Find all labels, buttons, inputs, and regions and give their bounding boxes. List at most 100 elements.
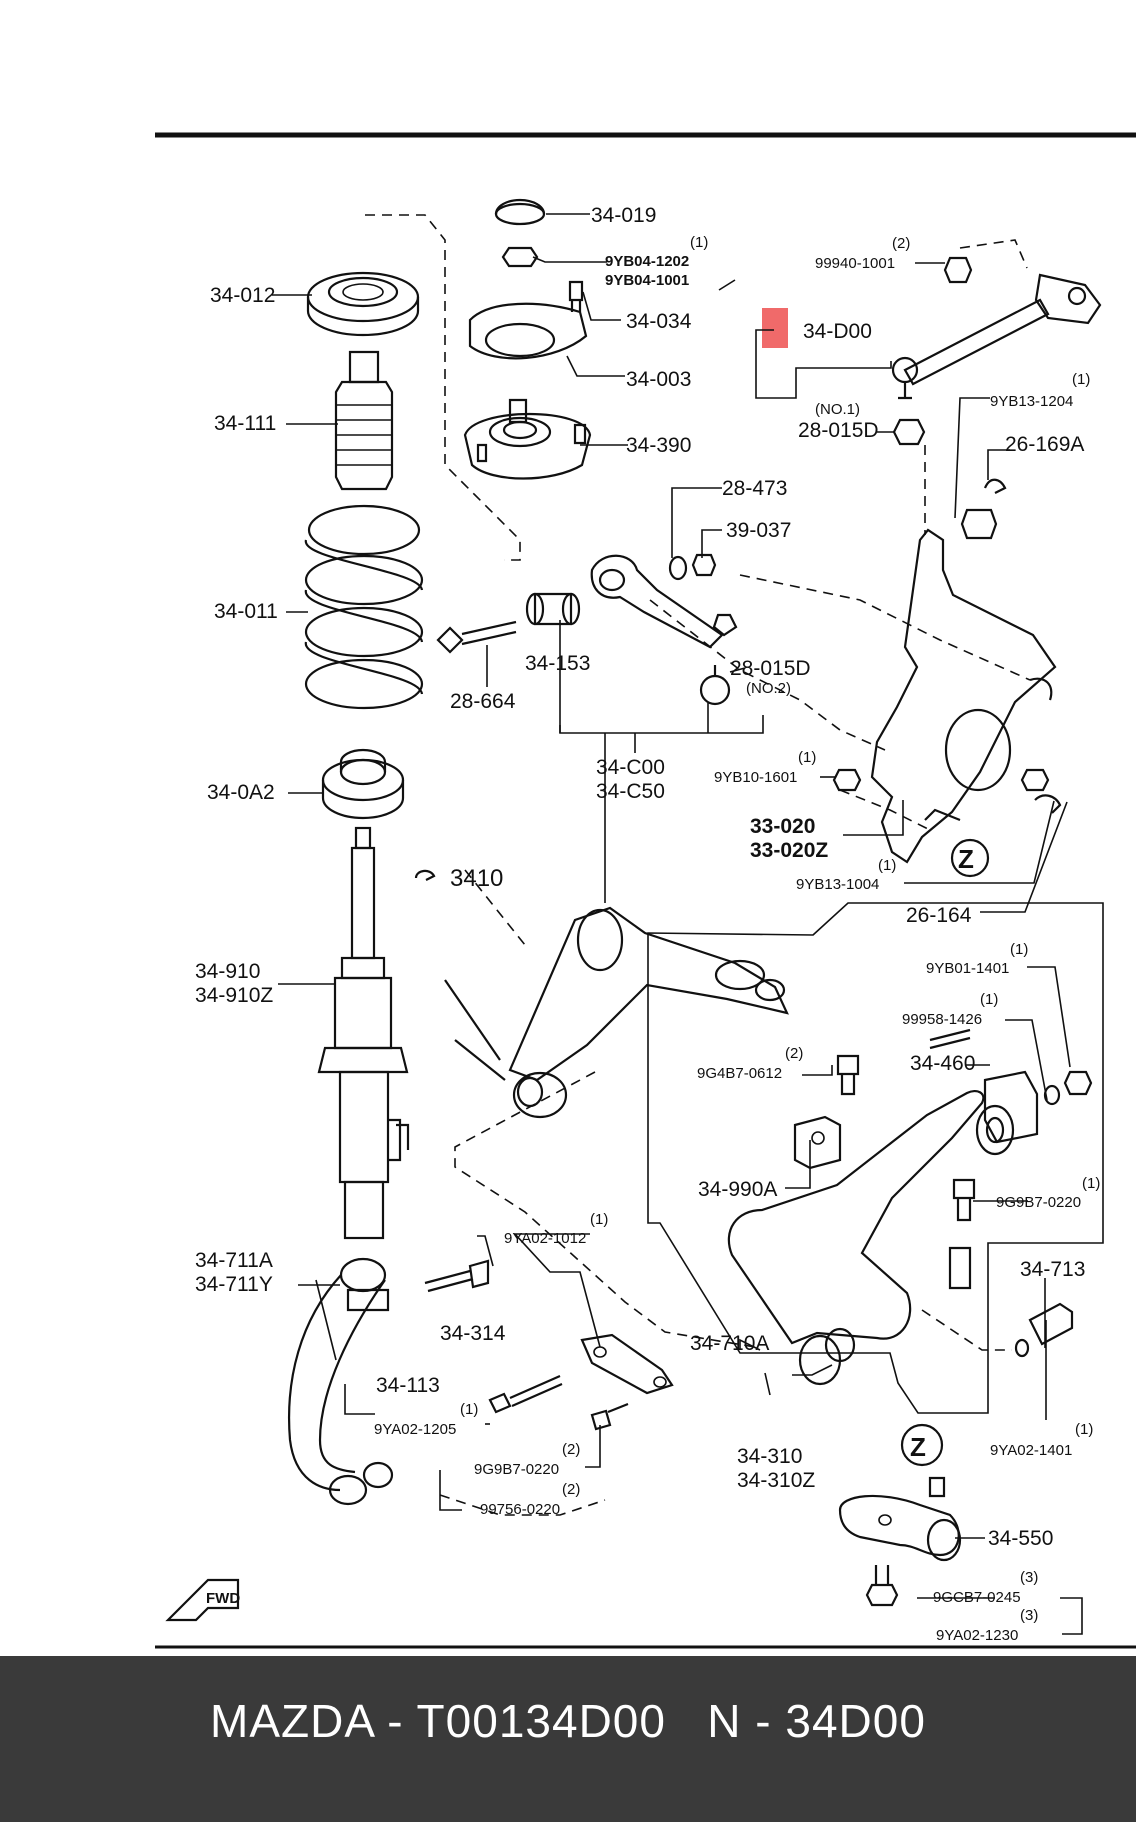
rotate-symbol bbox=[414, 869, 436, 881]
label-3410: 3410 bbox=[450, 865, 503, 892]
qty-99940: (2) bbox=[892, 235, 910, 252]
qty-9YA02-1230: (3) bbox=[1020, 1607, 1038, 1624]
label-34-0A2: 34-0A2 bbox=[207, 781, 275, 804]
qty-99756: (2) bbox=[562, 1481, 580, 1498]
knuckle-leader-dash-5 bbox=[839, 789, 931, 831]
svg-text:Z: Z bbox=[910, 1432, 926, 1462]
label-9YA02-1230: 9YA02-1230 bbox=[936, 1627, 1018, 1644]
z-mark-upper: Z bbox=[950, 838, 990, 878]
nut-9YB04-1202 bbox=[501, 246, 539, 268]
upper-arm-34-711A bbox=[287, 1257, 394, 1506]
label-34-314: 34-314 bbox=[440, 1322, 506, 1345]
label-9YA02-1205: 9YA02-1205 bbox=[374, 1421, 456, 1438]
label-34-034: 34-034 bbox=[626, 310, 692, 333]
label-34-550: 34-550 bbox=[988, 1527, 1053, 1550]
label-99940-1001: 99940-1001 bbox=[815, 255, 895, 272]
label-no2: (NO.2) bbox=[746, 680, 791, 697]
bolt-28-664 bbox=[436, 620, 517, 654]
label-34-711Y: 34-711Y bbox=[195, 1273, 273, 1296]
lower-arm-34-710A bbox=[727, 1028, 985, 1386]
label-34-003: 34-003 bbox=[626, 368, 691, 391]
washer-28-473 bbox=[668, 555, 688, 581]
bushing-34-460 bbox=[975, 1070, 1039, 1156]
label-9G9B7-0220-left: 9G9B7-0220 bbox=[474, 1461, 559, 1478]
label-34-390: 34-390 bbox=[626, 434, 691, 457]
label-33-020: 33-020 bbox=[750, 815, 815, 838]
label-34-910Z: 34-910Z bbox=[195, 984, 273, 1007]
label-39-037: 39-037 bbox=[726, 519, 791, 542]
washer-99958-1426 bbox=[1043, 1084, 1061, 1106]
label-9YB10-1601: 9YB10-1601 bbox=[714, 769, 797, 786]
label-9YB13-1204: 9YB13-1204 bbox=[990, 393, 1073, 410]
label-34-990A: 34-990A bbox=[698, 1178, 777, 1201]
nut-9YB13-1004 bbox=[1020, 768, 1050, 792]
fwd-arrow: FWD bbox=[165, 1578, 240, 1622]
parts-diagram: Z bbox=[155, 132, 1136, 1649]
bolt-9YA02-1401 bbox=[1014, 1302, 1074, 1358]
nut-39-037 bbox=[691, 553, 717, 577]
label-99958-1426: 99958-1426 bbox=[902, 1011, 982, 1028]
label-33-020Z: 33-020Z bbox=[750, 839, 828, 862]
label-34-D00: 34-D00 bbox=[803, 320, 872, 343]
leader-lines bbox=[272, 213, 1083, 1635]
nut-9YB01-1401 bbox=[1063, 1070, 1093, 1096]
qty-9YB01-1401: (1) bbox=[1010, 941, 1028, 958]
bolt-9GCB7-0245 bbox=[865, 1565, 899, 1607]
qty-9G9B7-0220-right: (1) bbox=[1082, 1175, 1100, 1192]
label-26-169A: 26-169A bbox=[1005, 433, 1084, 456]
highlight-marker bbox=[762, 308, 788, 348]
plate-34-314 bbox=[580, 1333, 674, 1395]
bump-stop-34-111 bbox=[334, 350, 394, 491]
z-mark-lower: Z bbox=[900, 1423, 944, 1467]
qty-9YA02-1205: (1) bbox=[460, 1401, 478, 1418]
qty-9YB04-1202: (1) bbox=[690, 234, 708, 251]
lower-leader-dash-2 bbox=[439, 1494, 606, 1516]
spring-seat-34-012 bbox=[306, 271, 420, 337]
bolt-9G9B7-0220-left bbox=[590, 1402, 629, 1431]
lower-leader-dash-3 bbox=[921, 1309, 1012, 1351]
label-34-153: 34-153 bbox=[525, 652, 590, 675]
label-99756-0220: 99756-0220 bbox=[480, 1501, 560, 1518]
spring-seat-34-0A2 bbox=[321, 748, 405, 820]
bolt-9YA02-1012 bbox=[424, 1259, 490, 1293]
label-9YB04-1001: 9YB04-1001 bbox=[605, 272, 689, 289]
svg-text:Z: Z bbox=[958, 844, 974, 874]
label-34-012: 34-012 bbox=[210, 284, 275, 307]
lower-leader-dash bbox=[454, 1071, 756, 1348]
nut-99940-1001 bbox=[943, 256, 973, 284]
knuckle-33-020 bbox=[870, 528, 1057, 864]
ball-joint-34-550 bbox=[838, 1476, 962, 1562]
bracket-34-713 bbox=[948, 1246, 972, 1290]
nut-9YB10-1601 bbox=[832, 768, 862, 792]
label-34-910: 34-910 bbox=[195, 960, 260, 983]
qty-9YB10-1601: (1) bbox=[798, 749, 816, 766]
label-34-310: 34-310 bbox=[737, 1445, 802, 1468]
bolt-9G9B7-0220-right bbox=[952, 1178, 976, 1222]
cotter-26-164 bbox=[1034, 794, 1062, 814]
label-28-015D-no1: 28-015D bbox=[798, 419, 879, 442]
nut-28-015D-no2 bbox=[712, 613, 738, 637]
label-9G9B7-0220-right: 9G9B7-0220 bbox=[996, 1194, 1081, 1211]
label-28-664: 28-664 bbox=[450, 690, 516, 713]
label-28-473: 28-473 bbox=[722, 477, 787, 500]
label-34-710A: 34-710A bbox=[690, 1332, 769, 1355]
label-34-460: 34-460 bbox=[910, 1052, 975, 1075]
footer-bar: MAZDA - T00134D00 N - 34D00 bbox=[0, 1656, 1136, 1822]
label-34-019: 34-019 bbox=[591, 204, 656, 227]
knuckle-leader-dash-4 bbox=[959, 239, 1028, 269]
qty-9GCB7-0245: (3) bbox=[1020, 1569, 1038, 1586]
nut-28-015D-no1 bbox=[892, 418, 926, 446]
shock-absorber-34-910 bbox=[317, 826, 410, 1240]
label-34-310Z: 34-310Z bbox=[737, 1469, 815, 1492]
label-34-C00: 34-C00 bbox=[596, 756, 665, 779]
label-9YB01-1401: 9YB01-1401 bbox=[926, 960, 1009, 977]
qty-9YB13-1004: (1) bbox=[878, 857, 896, 874]
label-34-711A: 34-711A bbox=[195, 1249, 273, 1272]
knuckle-leader-dash-2 bbox=[649, 599, 886, 751]
label-34-011: 34-011 bbox=[214, 600, 278, 623]
lower-arm-3410 bbox=[444, 906, 789, 1119]
svg-text:FWD: FWD bbox=[206, 1590, 240, 1607]
qty-99958-1426: (1) bbox=[980, 991, 998, 1008]
cotter-26-169A bbox=[983, 478, 1007, 494]
qty-9YA02-1012: (1) bbox=[590, 1211, 608, 1228]
